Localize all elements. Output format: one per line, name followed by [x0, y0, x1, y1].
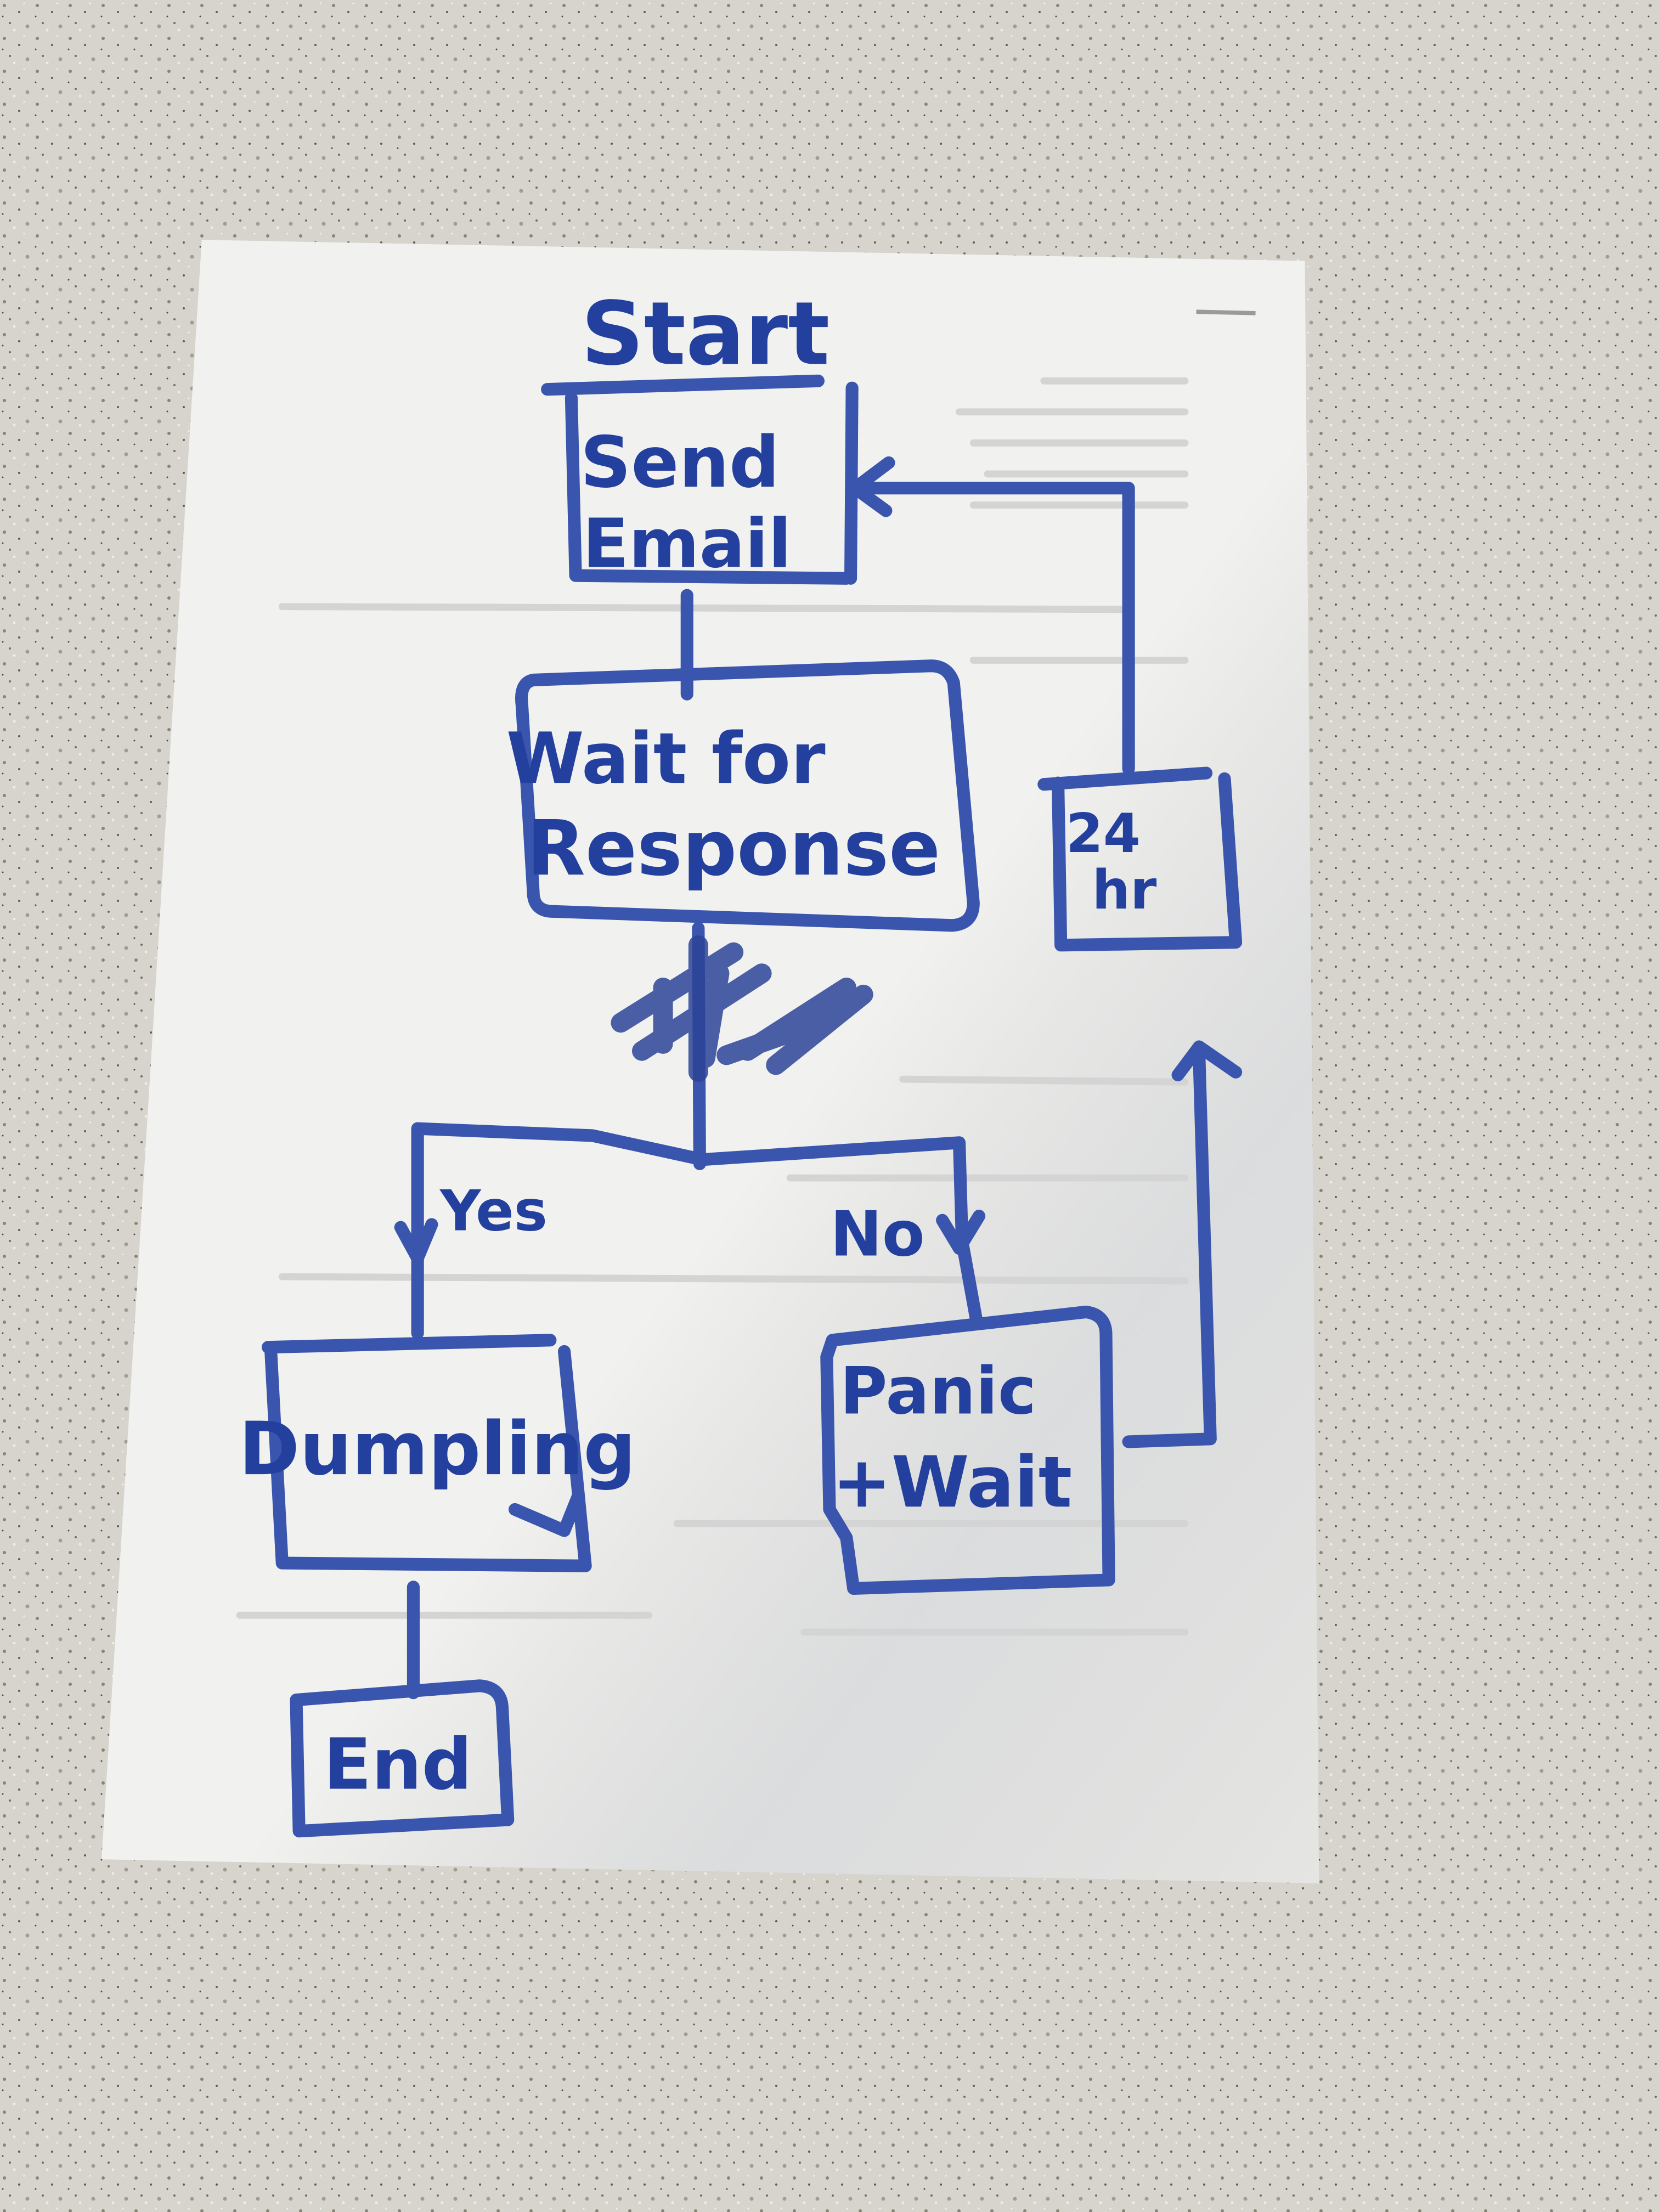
- end-node: End: [290, 1679, 515, 1838]
- end-label: End: [323, 1724, 472, 1806]
- delay-label-line2: hr: [1092, 859, 1157, 922]
- yes-arrow-head: [394, 1218, 438, 1265]
- no-label: No: [830, 1198, 924, 1271]
- panic-label-line2: +Wait: [832, 1442, 1072, 1523]
- paper-clip: [1196, 309, 1256, 315]
- delay-24hr-node: 24 hr: [1037, 766, 1243, 952]
- panic-wait-node: Panic +Wait: [820, 1305, 1115, 1595]
- wait-label-line2: Response: [527, 804, 940, 893]
- faint-show-through-text: [236, 377, 1189, 1636]
- wait-label-line1: Wait for: [506, 718, 826, 800]
- loop-arrow-head-up: [1171, 1040, 1243, 1081]
- yes-label: Yes: [439, 1178, 548, 1244]
- send-email-label-line1: Send: [580, 422, 780, 504]
- loop-connector-upper: [848, 482, 1135, 775]
- dumpling-node: Dumpling: [239, 1334, 636, 1572]
- delay-label-line1: 24: [1066, 803, 1141, 865]
- no-arrow-head: [936, 1209, 986, 1255]
- send-email-label-line2: Email: [583, 505, 792, 584]
- panic-label-line1: Panic: [840, 1353, 1036, 1429]
- dumpling-label: Dumpling: [239, 1406, 636, 1492]
- crossed-out-scribble: [611, 935, 873, 1082]
- loop-connector-lower: [1122, 1048, 1217, 1448]
- loop-arrow-head-left: [848, 456, 895, 517]
- wait-for-response-node: Wait for Response: [506, 659, 980, 932]
- start-label: Start: [581, 283, 830, 385]
